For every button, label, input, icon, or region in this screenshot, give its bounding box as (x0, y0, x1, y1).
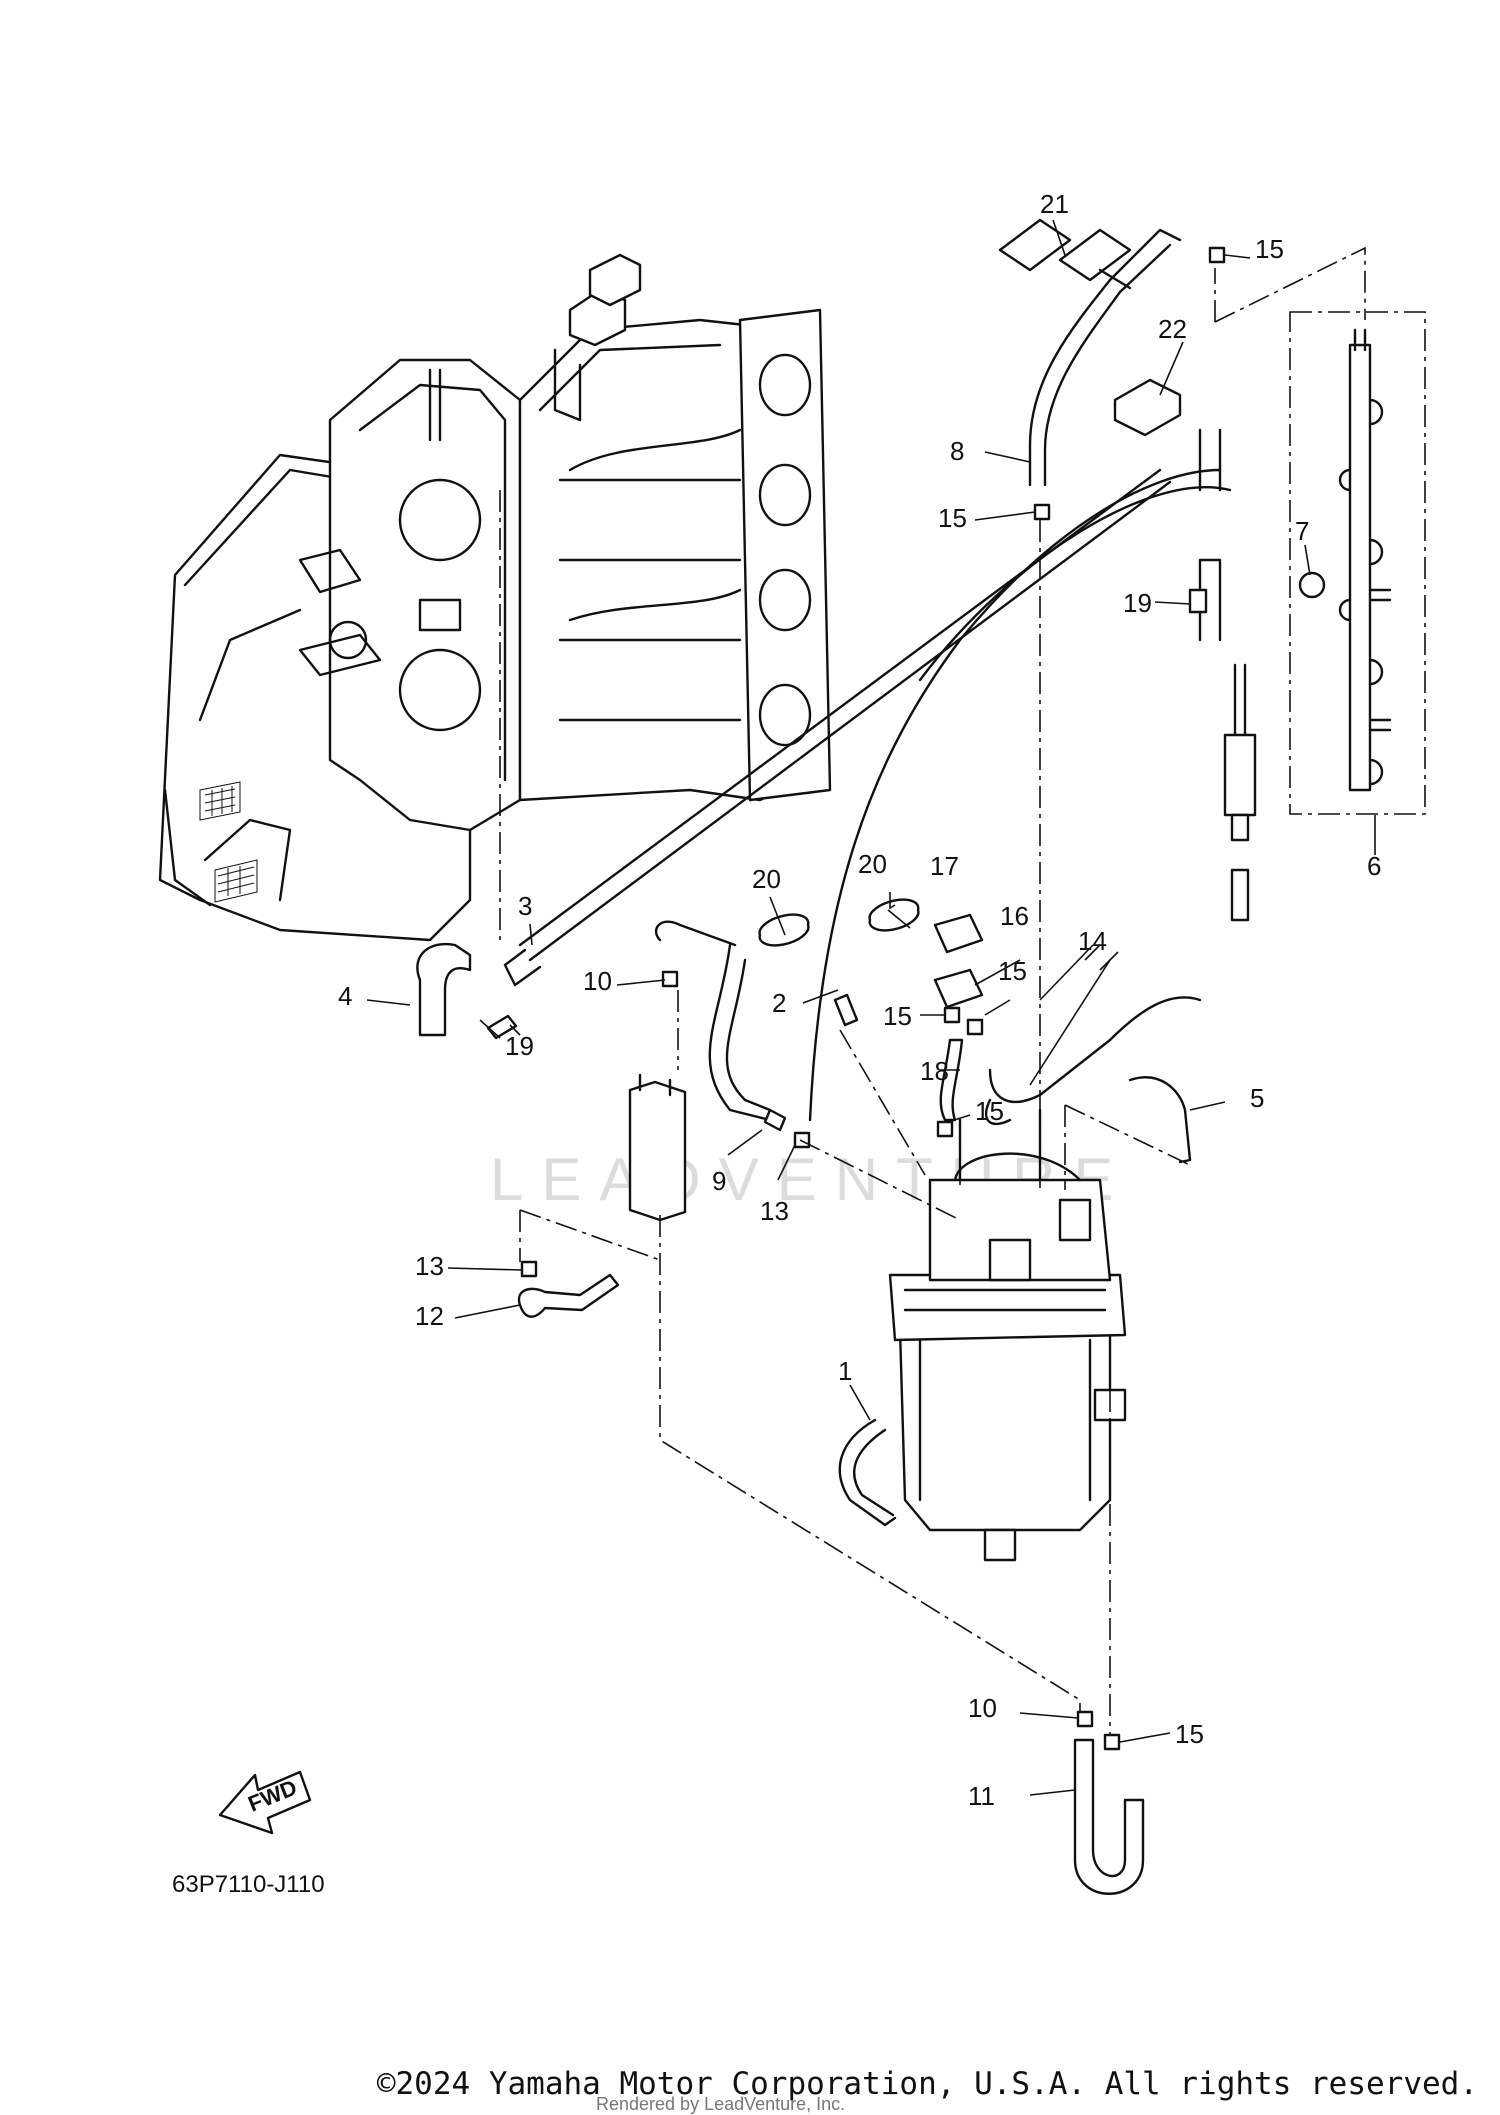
diagram-part-number: 63P7110-J110 (172, 1871, 325, 1898)
callout-3: 3 (518, 891, 532, 921)
manifold-ports (758, 353, 812, 747)
callout-15a: 15 (1255, 234, 1284, 264)
intake-manifold-assembly (158, 253, 832, 942)
callout-4: 4 (338, 981, 352, 1011)
callout-10b: 10 (968, 1693, 997, 1723)
callout-14: 14 (1078, 926, 1107, 956)
callout-labels: 1 2 3 4 5 6 7 8 9 10 10 11 12 13 13 14 1… (338, 189, 1381, 1811)
callout-9: 9 (712, 1166, 726, 1196)
callout-21: 21 (1040, 189, 1069, 219)
callout-10a: 10 (583, 966, 612, 996)
callout-18: 18 (920, 1056, 949, 1086)
copyright-notice: ©2024 Yamaha Motor Corporation, U.S.A. A… (376, 2066, 1478, 2102)
callout-20a: 20 (752, 864, 781, 894)
vapor-separator (888, 1108, 1127, 1562)
fuel-rail (1289, 311, 1426, 815)
callout-15f: 15 (1175, 1719, 1204, 1749)
callout-22: 22 (1158, 314, 1187, 344)
callout-6: 6 (1367, 851, 1381, 881)
callout-19b: 19 (505, 1031, 534, 1061)
callout-19a: 19 (1123, 588, 1152, 618)
reference-lines (499, 246, 1366, 1735)
callout-8: 8 (950, 436, 964, 466)
callout-17: 17 (930, 851, 959, 881)
callout-16: 16 (1000, 901, 1029, 931)
callout-7: 7 (1295, 516, 1309, 546)
callout-2: 2 (772, 988, 786, 1018)
callout-15d: 15 (883, 1001, 912, 1031)
inline-fuel-filter (1198, 428, 1257, 922)
callout-20b: 20 (858, 849, 887, 879)
callout-15e: 15 (975, 1096, 1004, 1126)
callout-5: 5 (1250, 1083, 1264, 1113)
callout-13a: 13 (415, 1251, 444, 1281)
callout-1: 1 (838, 1356, 852, 1386)
intake-grille (199, 781, 258, 903)
callout-13b: 13 (760, 1196, 789, 1226)
leader-lines (366, 219, 1376, 1796)
callout-11: 11 (968, 1781, 995, 1811)
hoses (416, 218, 1232, 1895)
callout-15b: 15 (938, 503, 967, 533)
fwd-arrow: FWD (218, 1770, 312, 1835)
callout-15c: 15 (998, 956, 1027, 986)
rendered-by-credit: Rendered by LeadVenture, Inc. (596, 2094, 846, 2114)
callout-12: 12 (415, 1301, 444, 1331)
